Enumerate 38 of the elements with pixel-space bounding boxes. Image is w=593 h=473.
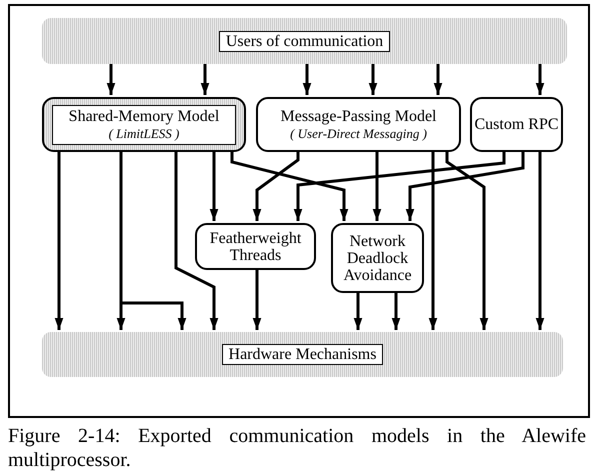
layer-band	[42, 332, 563, 377]
arrow	[354, 293, 362, 330]
arrow	[434, 64, 442, 95]
arrow	[200, 64, 210, 95]
box-label: Network Deadlock Avoidance	[342, 232, 413, 284]
arrow	[230, 152, 348, 221]
process-box	[470, 97, 563, 152]
arrow	[210, 152, 218, 221]
subtitle-text: ( LimitLESS )	[108, 124, 180, 142]
figure-caption: Figure 2-14: Exported communication models in the Alewife multiprocessor.	[8, 424, 586, 472]
box-label: Featherweight Threads	[208, 230, 302, 264]
band-label: Hardware Mechanisms	[222, 344, 384, 365]
arrow	[446, 152, 488, 330]
layer-band	[42, 18, 567, 64]
process-box	[331, 223, 424, 293]
arrow	[372, 152, 382, 221]
process-box	[195, 223, 316, 270]
arrow	[536, 152, 544, 330]
model-box	[42, 97, 246, 152]
arrow	[106, 64, 116, 95]
arrow	[428, 152, 438, 330]
box-label: Shared-Memory Model	[68, 108, 220, 124]
arrow	[536, 64, 544, 95]
arrow	[252, 152, 300, 221]
arrow	[252, 270, 262, 330]
arrow	[368, 64, 378, 95]
arrow	[54, 152, 64, 330]
subtitle-text: ( User-Direct Messaging )	[289, 124, 428, 142]
arrow	[392, 293, 400, 330]
arrow	[174, 152, 218, 330]
box-label: Message-Passing Model	[280, 108, 438, 124]
arrow	[120, 152, 186, 330]
arrow	[302, 64, 312, 95]
process-box	[256, 97, 461, 152]
box-label: Custom RPC	[474, 116, 559, 133]
band-label: Users of communication	[218, 30, 390, 52]
arrow	[294, 152, 506, 221]
arrow	[406, 152, 524, 221]
